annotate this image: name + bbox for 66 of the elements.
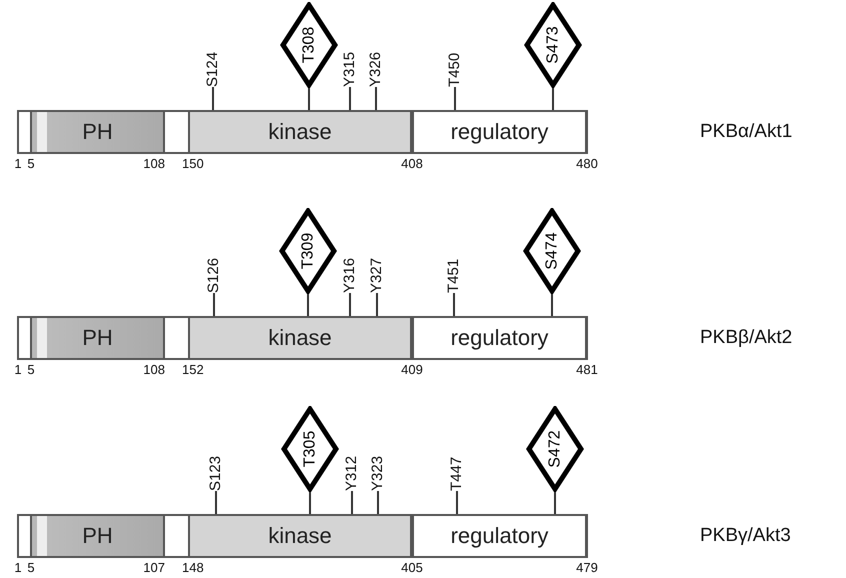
site-label: T450 bbox=[447, 52, 463, 87]
leader-line bbox=[212, 87, 214, 110]
residue-number: 5 bbox=[27, 156, 35, 171]
regulatory-domain: regulatory bbox=[412, 514, 587, 558]
isoform-name: PKBβ/Akt2 bbox=[700, 327, 792, 349]
leader-line bbox=[551, 291, 553, 316]
leader-line bbox=[215, 491, 217, 514]
leader-line bbox=[453, 293, 455, 316]
isoform-name: PKBα/Akt1 bbox=[700, 121, 792, 143]
phosphosite-diamond: T308 bbox=[280, 2, 338, 88]
residue-number: 1 bbox=[14, 156, 22, 171]
residue-number: 481 bbox=[576, 362, 598, 377]
kinase-domain: kinase bbox=[188, 514, 412, 558]
residue-number: 152 bbox=[182, 362, 204, 377]
phosphosite-diamond: T309 bbox=[279, 208, 337, 294]
residue-number: 1 bbox=[14, 560, 22, 575]
phosphosite-diamond: T305 bbox=[281, 406, 339, 492]
residue-number: 408 bbox=[401, 156, 423, 171]
residue-number: 1 bbox=[14, 362, 22, 377]
site-label: Y315 bbox=[342, 52, 358, 87]
site-label: Y323 bbox=[370, 456, 386, 491]
site-label: Y327 bbox=[369, 258, 385, 293]
leader-line bbox=[375, 87, 377, 110]
leader-line bbox=[213, 293, 215, 316]
residue-number: 480 bbox=[576, 156, 598, 171]
phosphosite-diamond: S473 bbox=[524, 2, 582, 88]
leader-line bbox=[349, 87, 351, 110]
leader-line bbox=[554, 489, 556, 514]
residue-number: 409 bbox=[401, 362, 423, 377]
site-label: Y326 bbox=[368, 52, 384, 87]
ph-domain: PH bbox=[30, 514, 165, 558]
leader-line bbox=[309, 489, 311, 514]
residue-number: 107 bbox=[143, 560, 165, 575]
leader-line bbox=[376, 293, 378, 316]
phosphosite-diamond: S472 bbox=[526, 406, 584, 492]
residue-number: 5 bbox=[27, 560, 35, 575]
residue-number: 108 bbox=[143, 362, 165, 377]
site-label: S123 bbox=[208, 456, 224, 491]
residue-number: 148 bbox=[182, 560, 204, 575]
site-label: T447 bbox=[449, 456, 465, 491]
kinase-domain: kinase bbox=[188, 110, 412, 154]
ph-domain: PH bbox=[30, 110, 165, 154]
residue-number: 5 bbox=[27, 362, 35, 377]
leader-line bbox=[349, 293, 351, 316]
kinase-domain: kinase bbox=[188, 316, 412, 360]
regulatory-domain: regulatory bbox=[412, 110, 587, 154]
leader-line bbox=[307, 291, 309, 316]
leader-line bbox=[552, 85, 554, 110]
leader-line bbox=[456, 491, 458, 514]
site-label: S126 bbox=[206, 258, 222, 293]
site-label: Y316 bbox=[342, 258, 358, 293]
isoform-name: PKBγ/Akt3 bbox=[700, 525, 791, 547]
residue-number: 150 bbox=[182, 156, 204, 171]
leader-line bbox=[454, 87, 456, 110]
site-label: T451 bbox=[446, 258, 462, 293]
leader-line bbox=[351, 491, 353, 514]
ph-domain: PH bbox=[30, 316, 165, 360]
leader-line bbox=[308, 85, 310, 110]
phosphosite-diamond: S474 bbox=[523, 208, 581, 294]
residue-number: 479 bbox=[576, 560, 598, 575]
site-label: Y312 bbox=[344, 456, 360, 491]
regulatory-domain: regulatory bbox=[412, 316, 587, 360]
site-label: S124 bbox=[205, 52, 221, 87]
residue-number: 405 bbox=[401, 560, 423, 575]
residue-number: 108 bbox=[143, 156, 165, 171]
leader-line bbox=[377, 491, 379, 514]
